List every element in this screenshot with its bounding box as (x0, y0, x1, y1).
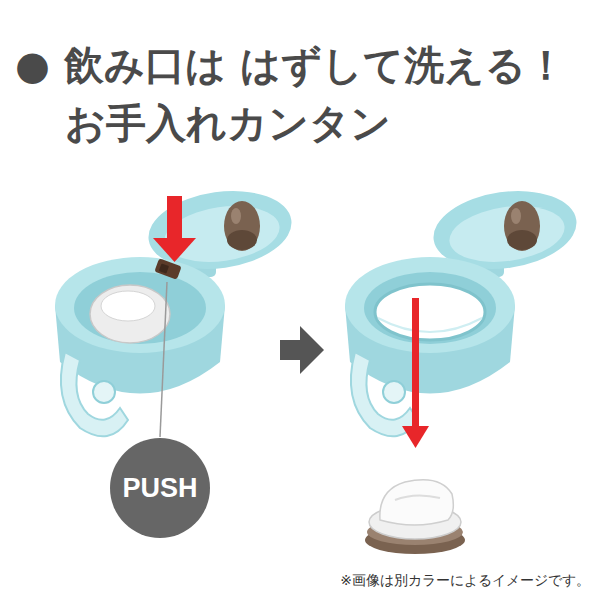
push-arrow (153, 196, 196, 262)
heading: ● 飲み口は はずして洗える！ お手入れカンタン (15, 36, 587, 152)
left-body (55, 257, 225, 394)
callout-circle: PUSH (110, 438, 210, 538)
step-arrow (280, 326, 324, 374)
right-body (345, 257, 515, 394)
note: ※画像は別カラーによるイメージです。 (340, 572, 590, 590)
remove-arrow (402, 298, 429, 448)
callout-text: PUSH (122, 473, 197, 504)
leader-line (160, 282, 167, 437)
right-loop (351, 352, 418, 436)
spout-part (365, 480, 465, 554)
left-loop (61, 352, 128, 436)
